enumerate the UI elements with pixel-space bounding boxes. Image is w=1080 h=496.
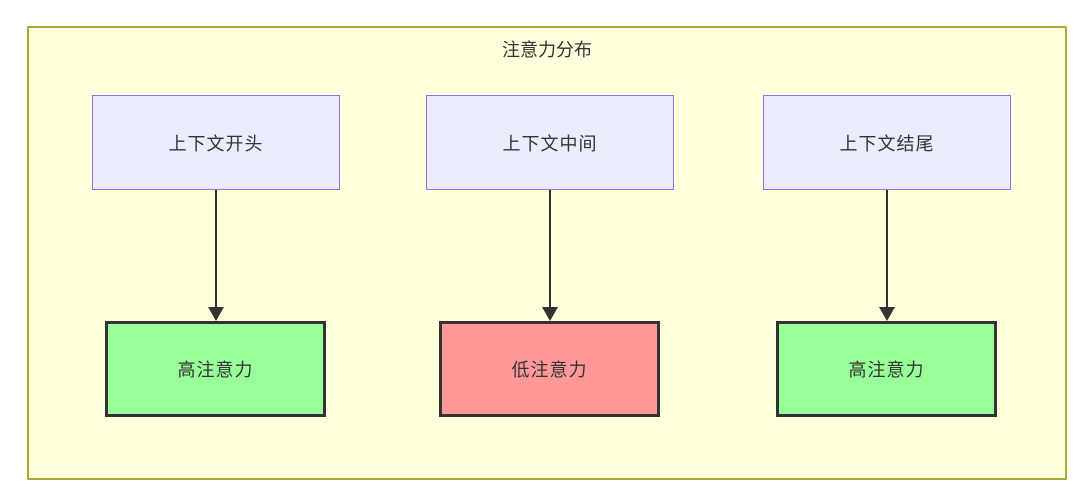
arrow-head-icon: [208, 307, 224, 321]
diagram-subgraph-container: 注意力分布 上下文开头 高注意力 上下文中间 低注意力: [27, 26, 1067, 480]
arrow-head-icon: [542, 307, 558, 321]
node-context-middle: 上下文中间: [426, 95, 674, 190]
node-attention-start: 高注意力: [105, 321, 326, 417]
arrow-head-icon: [879, 307, 895, 321]
arrow-line: [886, 190, 888, 308]
node-attention-end: 高注意力: [776, 321, 997, 417]
node-attention-middle-label: 低注意力: [511, 360, 588, 380]
node-attention-middle: 低注意力: [439, 321, 660, 417]
diagram-column-context-end: 上下文结尾 高注意力: [763, 95, 1011, 417]
diagram-title: 注意力分布: [502, 40, 592, 60]
node-attention-end-label: 高注意力: [848, 360, 925, 380]
diagram-column-context-middle: 上下文中间 低注意力: [426, 95, 674, 417]
node-context-end-label: 上下文结尾: [839, 133, 935, 154]
node-context-start-label: 上下文开头: [168, 133, 264, 154]
arrow-line: [215, 190, 217, 308]
node-attention-start-label: 高注意力: [177, 360, 254, 380]
node-context-end: 上下文结尾: [763, 95, 1011, 190]
node-context-middle-label: 上下文中间: [502, 133, 598, 154]
node-context-start: 上下文开头: [92, 95, 340, 190]
arrow-line: [549, 190, 551, 308]
diagram-column-context-start: 上下文开头 高注意力: [92, 95, 340, 417]
